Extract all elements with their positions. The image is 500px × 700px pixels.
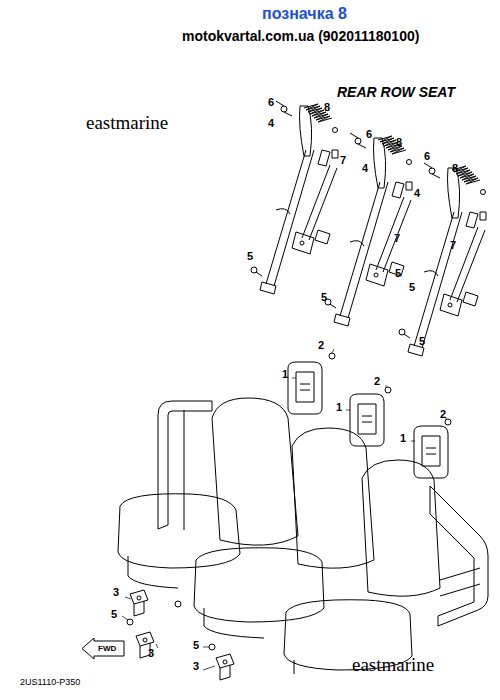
callout-number: 6 (424, 151, 430, 162)
callout-number: 5 (247, 251, 253, 262)
callout-number: 3 (193, 661, 199, 672)
callout-number: 1 (336, 402, 342, 413)
callout-number: 5 (419, 336, 425, 347)
direction-label: FWD (82, 638, 125, 653)
callout-number: 2 (374, 376, 380, 387)
callout-number: 8 (396, 137, 402, 148)
fwd-arrow: FWD (82, 638, 125, 659)
figure-code: 2US1110-P350 (20, 678, 80, 687)
header-text: позначка 8 (262, 6, 347, 22)
header-text: REAR ROW SEAT (337, 85, 455, 99)
callout-number: 8 (452, 163, 458, 174)
callout-number: 5 (409, 282, 415, 293)
callout-number: 5 (321, 292, 327, 303)
callout-number: 3 (148, 648, 154, 659)
callout-number: 5 (193, 640, 199, 651)
callout-number: 7 (394, 233, 400, 244)
callout-number: 1 (282, 369, 288, 380)
watermark: eastmarine (86, 113, 168, 132)
watermark: eastmarine (352, 655, 434, 674)
callout-number: 5 (111, 609, 117, 620)
callout-number: 3 (113, 587, 119, 598)
callout-number: 1 (400, 433, 406, 444)
callout-number: 8 (324, 102, 330, 113)
callout-number: 2 (318, 340, 324, 351)
callout-number: 6 (366, 129, 372, 140)
callout-number: 4 (414, 188, 420, 199)
callout-number: 7 (340, 155, 346, 166)
callout-number: 4 (362, 163, 368, 174)
callout-number: 5 (395, 268, 401, 279)
callout-number: 6 (268, 97, 274, 108)
callout-number: 2 (440, 409, 446, 420)
callout-number: 4 (268, 118, 274, 129)
header-text: motokvartal.com.ua (902011180100) (182, 29, 419, 43)
callout-number: 7 (450, 240, 456, 251)
